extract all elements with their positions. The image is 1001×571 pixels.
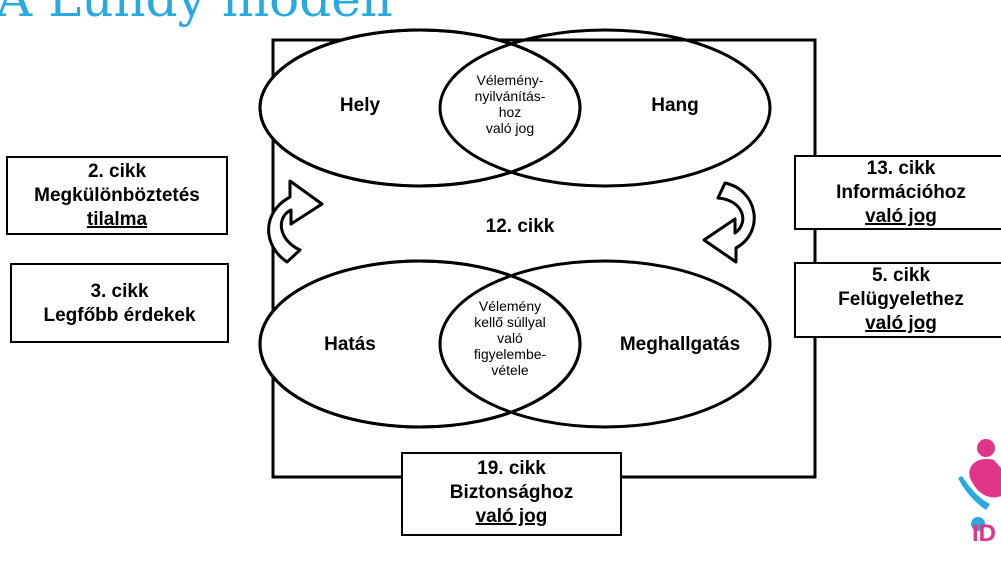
overlap-top-line: való jog: [485, 120, 535, 136]
overlap-top-line: hoz: [498, 104, 522, 120]
box-article-2-title: 2. cikk: [87, 161, 147, 182]
box-article-2-line: Megkülönböztetés: [34, 185, 200, 206]
box-article-3-title: 3. cikk: [90, 281, 149, 302]
overlap-top-line: nyilvánítás-: [474, 88, 546, 104]
box-article-3: 3. cikk Legfőbb érdekek: [10, 263, 229, 343]
overlap-bottom-line: figyelembe-: [473, 346, 547, 362]
right-curved-arrow-icon: [702, 181, 756, 264]
box-article-19-line: Biztonsághoz: [449, 482, 574, 503]
box-article-5: 5. cikk Felügyelethez való jog: [794, 262, 1001, 338]
label-bottom-overlap: Vélemény kellő súllyal való figyelembe- …: [445, 298, 575, 378]
circle-hatas-outline: [258, 259, 582, 429]
box-article-3-line: Legfőbb érdekek: [43, 305, 196, 326]
box-article-13-line: való jog: [865, 206, 937, 227]
organization-logo: [958, 439, 1001, 531]
slide-title: A Lundy modell: [0, 0, 393, 24]
label-meghallgatas: Meghallgatás: [619, 334, 741, 355]
overlap-bottom-line: vétele: [491, 362, 529, 378]
label-top-overlap: Vélemény- nyilvánítás- hoz való jog: [440, 72, 580, 136]
box-article-5-line: való jog: [865, 313, 937, 334]
overlap-bottom-line: kellő súllyal: [474, 314, 546, 330]
label-hely: Hely: [339, 95, 381, 116]
center-label: 12. cikk: [485, 216, 555, 237]
box-article-5-title: 5. cikk: [871, 265, 931, 286]
overlap-top-line: Vélemény-: [476, 72, 544, 88]
circle-meghallgatas: [438, 259, 772, 429]
box-article-2: 2. cikk Megkülönböztetés tilalma: [6, 156, 228, 235]
box-article-13: 13. cikk Információhoz való jog: [794, 155, 1001, 230]
box-article-19-line: való jog: [475, 506, 548, 527]
left-curved-arrow-icon: [267, 179, 324, 264]
box-article-2-line: tilalma: [86, 209, 148, 230]
logo-text: ID: [972, 520, 996, 547]
box-article-19: 19. cikk Biztonsághoz való jog: [401, 452, 622, 536]
label-hatas: Hatás: [324, 334, 376, 355]
circle-hang: [438, 28, 772, 188]
box-article-13-title: 13. cikk: [866, 158, 936, 179]
box-article-13-line: Információhoz: [836, 182, 966, 203]
box-article-5-line: Felügyelethez: [838, 289, 964, 310]
overlap-bottom-line: Vélemény: [478, 298, 542, 314]
label-hang: Hang: [651, 95, 699, 116]
overlap-bottom-line: való: [497, 330, 523, 346]
box-article-19-title: 19. cikk: [477, 458, 546, 479]
circle-hely-outline: [258, 28, 582, 188]
